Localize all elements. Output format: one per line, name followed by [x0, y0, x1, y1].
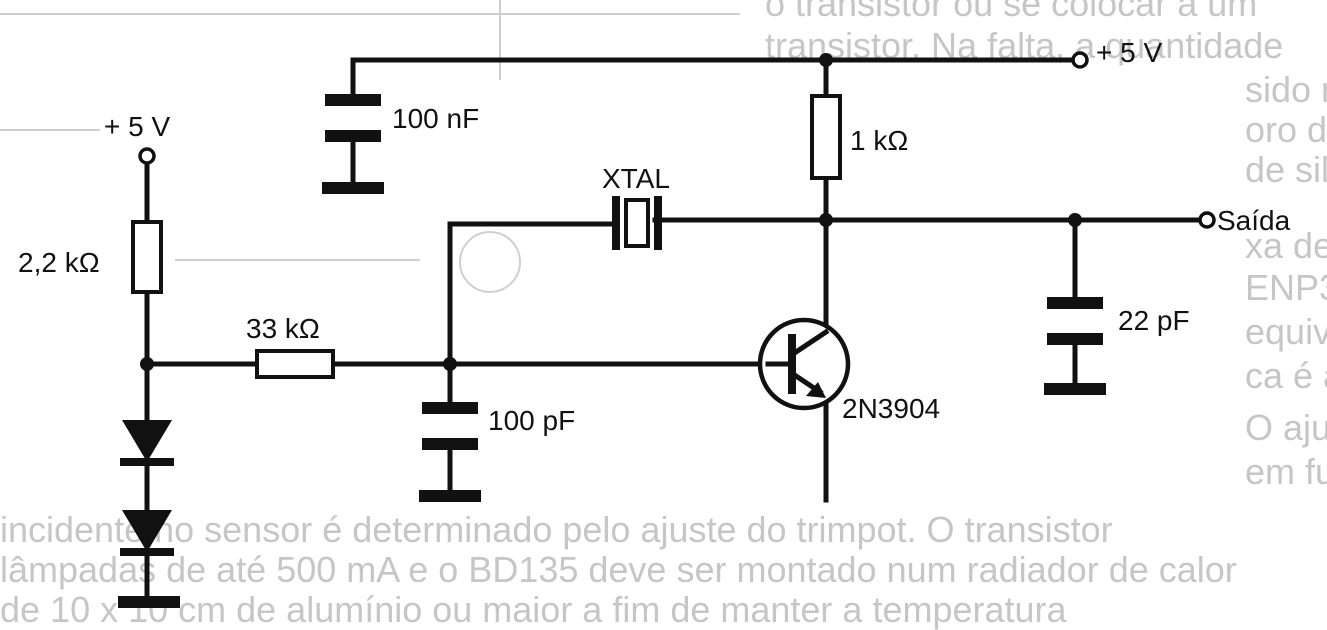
- crystal-xtal: [612, 196, 662, 250]
- crystal-label: XTAL: [602, 163, 670, 194]
- junction-bias-node: [140, 357, 154, 371]
- ghost-line-8: equivalente e a lâmpada que: [1245, 311, 1327, 352]
- crystal-left-wire: [447, 221, 615, 367]
- resistor-2k2: [131, 220, 163, 294]
- vcc-left-terminal: [138, 147, 156, 165]
- junctions: [140, 53, 1082, 371]
- transistor-2n3904: [757, 317, 851, 411]
- junction-output-cap: [1068, 213, 1082, 227]
- r-bias-label: 2,2 kΩ: [18, 247, 100, 278]
- ghost-line-12: incidente no sensor é determinado pelo a…: [0, 509, 1113, 550]
- c-output-label: 22 pF: [1118, 305, 1190, 336]
- r-collector-label: 1 kΩ: [850, 125, 908, 156]
- ghost-line-13: lâmpadas de até 500 mA e o BD135 deve se…: [0, 549, 1237, 590]
- ground-symbol: [419, 490, 481, 502]
- emitter-arrow: [806, 382, 826, 398]
- junction-base-node: [443, 357, 457, 371]
- output-terminal: [1198, 211, 1216, 229]
- ghost-line-9: ca é acionada: [1245, 355, 1327, 396]
- ghost-line-3: sido retirada a tampa contra luz: [1245, 69, 1327, 110]
- component-labels: + 5 V + 5 V Saída 100 nF 1 kΩ XTAL 2,2 k…: [18, 37, 1291, 436]
- diode-lower: [118, 510, 180, 608]
- ground-symbol: [1044, 383, 1106, 395]
- ghost-line-14: de 10 x 10 cm de alumínio ou maior a fim…: [0, 589, 1068, 630]
- ghost-line-4: oro de modo a expor a pastilha: [1245, 109, 1327, 150]
- ground-symbol: [322, 182, 384, 194]
- ghost-line-6: xa de incidir sobre o transistor: [1245, 225, 1327, 266]
- vcc-top-terminal: [1071, 51, 1089, 69]
- capacitor-100pF: [419, 402, 481, 502]
- resistor-33k: [255, 349, 335, 379]
- diode-upper: [120, 420, 174, 466]
- junction-collector-node: [819, 213, 833, 227]
- ghost-line-5: de silício ativa. Quando a luz: [1245, 149, 1327, 190]
- vcc-left-label: + 5 V: [104, 111, 170, 142]
- r-series-label: 33 kΩ: [246, 313, 320, 344]
- transistor-label: 2N3904: [842, 393, 940, 424]
- junction-collector-rail: [819, 53, 833, 67]
- vcc-top-label: + 5 V: [1096, 37, 1162, 68]
- ghost-line-11: em função da intensidade de luz: [1245, 451, 1327, 492]
- capacitor-22pF: [1044, 297, 1106, 395]
- ghost-line-10: O ajuste do ponto do disparo: [1245, 407, 1327, 448]
- capacitor-100nF: [322, 94, 384, 194]
- resistor-1k: [810, 94, 842, 180]
- c-base-label: 100 pF: [488, 405, 575, 436]
- output-label: Saída: [1217, 205, 1291, 236]
- ghost-line-7: ENP3055, ele conduz o BD135 ou: [1245, 267, 1327, 308]
- c-supply-label: 100 nF: [392, 103, 479, 134]
- ghost-line-1: o transistor ou se colocar a um: [765, 0, 1257, 24]
- ground-symbol: [118, 596, 180, 608]
